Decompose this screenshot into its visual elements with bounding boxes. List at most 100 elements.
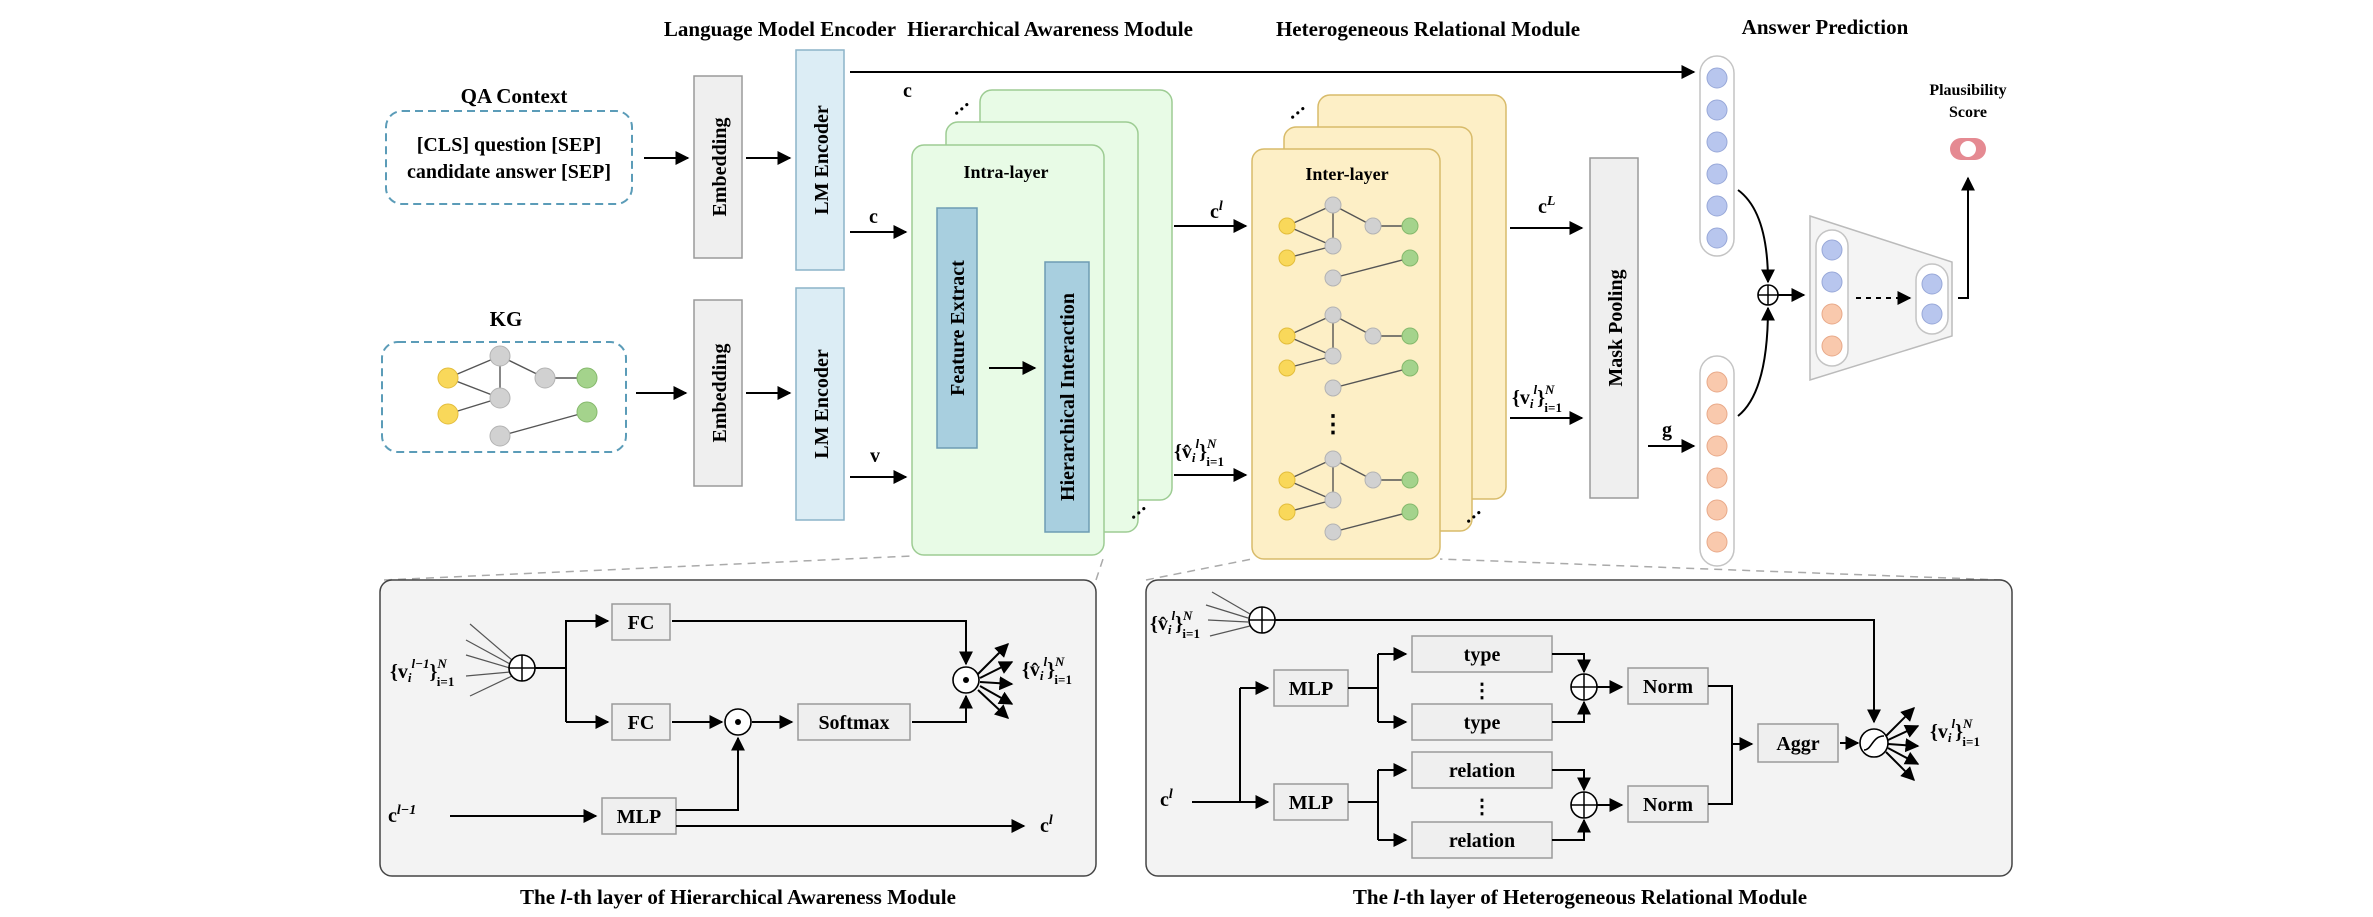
zoom-line-ham-left: [383, 555, 913, 581]
kg-node: [437, 367, 459, 389]
type-ellipsis: ⋮: [1472, 680, 1492, 702]
hrm-fan-in: [1205, 591, 1251, 637]
softmax-label: Softmax: [818, 712, 889, 734]
ham-mlp-label: MLP: [617, 806, 661, 828]
intra-layer-title: Intra-layer: [964, 162, 1049, 182]
relation-label-2: relation: [1449, 830, 1515, 852]
score-icon: [1950, 138, 1986, 160]
kg-node: [489, 425, 511, 447]
arrow-to-score: [1958, 176, 1975, 299]
norm-label-top: Norm: [1643, 676, 1693, 698]
mlp-input-vector: [1815, 229, 1849, 367]
label-dots-hrm-top: ···: [1283, 99, 1312, 129]
fc-label-bottom: FC: [628, 712, 655, 734]
hrm-mlp-block-bottom: [1273, 783, 1349, 821]
hrm-graph-3: [1278, 450, 1419, 541]
ham-panel-caption: The l-th layer of Hierarchical Awareness…: [520, 885, 956, 909]
norm-block-top: [1627, 667, 1709, 705]
ham-fan-out: [977, 643, 1014, 719]
hrm-sum-icon: [1248, 606, 1276, 634]
fc-block-bottom: [611, 703, 671, 741]
hrm-panel-caption: The l-th layer of Heterogeneous Relation…: [1353, 885, 1807, 909]
mask-pooling-label: Mask Pooling: [1605, 269, 1627, 386]
kg-title: KG: [490, 307, 523, 331]
kg-node: [576, 401, 598, 423]
hrm-layer-panel: [1145, 579, 2013, 877]
kg-node: [489, 387, 511, 409]
text-vector-cells: [1706, 67, 1728, 249]
lm-encoder-label-bottom: LM Encoder: [811, 349, 833, 459]
hier-interaction-block: [1044, 261, 1090, 533]
type-label-2: type: [1464, 712, 1501, 734]
hrm-layer-front: [1251, 148, 1441, 560]
aggr-label: Aggr: [1776, 733, 1819, 755]
arrow-text-vec-to-sum: [1737, 189, 1775, 284]
norm-block-bottom: [1627, 785, 1709, 823]
ham-branch-lines: [535, 620, 567, 722]
arrow-hrm-sum-to-sigma: [1275, 619, 1881, 724]
ham-mul-icon-1: [724, 708, 752, 736]
type-block-2: [1411, 703, 1553, 741]
label-dots-ham-top: ···: [947, 95, 976, 125]
inter-layer-title: Inter-layer: [1305, 164, 1388, 184]
ham-sum-icon: [508, 654, 536, 682]
kg-node: [534, 367, 556, 389]
hrm-graph-2: [1278, 306, 1419, 397]
lm-encoder-block-bottom: [795, 287, 845, 521]
lm-encoder-label-top: LM Encoder: [811, 105, 833, 215]
arrow-mlp-to-mul1: [676, 736, 745, 811]
hier-interaction-label: Hierarchical Interaction: [1057, 293, 1079, 501]
embedding-label-top: Embedding: [709, 118, 731, 217]
kg-graph: [437, 345, 598, 447]
arrow-rel1-to-sum: [1552, 769, 1591, 792]
hrm-graph-1: [1278, 196, 1419, 287]
section-title-ham: Hierarchical Awareness Module: [907, 17, 1193, 41]
zoom-line-hrm-right: [1439, 558, 2003, 581]
arrow-softmax-to-mul2: [912, 694, 973, 723]
label-c-top: c: [903, 80, 912, 102]
plausibility-label: Plausibility: [1929, 82, 2006, 99]
section-title-lm-encoder: Language Model Encoder: [664, 17, 896, 41]
type-sum-icon: [1570, 673, 1598, 701]
embedding-block-bottom: [693, 299, 743, 487]
label-v: v: [870, 445, 880, 467]
label-c-mid: c: [869, 206, 878, 228]
arrow-rel2-to-sum: [1552, 818, 1591, 841]
hrm-mlp-bottom-branch: [1348, 770, 1379, 840]
feature-extract-label: Feature Extract: [947, 260, 969, 396]
hrm-mlp-label-top: MLP: [1289, 678, 1333, 700]
aggr-block: [1757, 723, 1839, 763]
arrow-norms-to-aggr: [1708, 685, 1752, 805]
type-block-1: [1411, 635, 1553, 673]
relation-ellipsis: ⋮: [1472, 796, 1492, 818]
relation-sum-icon: [1570, 791, 1598, 819]
mlp-output-cells: [1921, 273, 1943, 325]
mlp-input-cells: [1821, 239, 1843, 357]
label-cl: cl: [1210, 199, 1223, 223]
activation-icon: [1859, 728, 1889, 758]
arrow-graph-vec-to-sum: [1737, 306, 1775, 417]
norm-label-bottom: Norm: [1643, 794, 1693, 816]
hrm-mlp-block-top: [1273, 669, 1349, 707]
ham-mul-icon-2: [952, 666, 980, 694]
fc-block-top: [611, 603, 671, 641]
label-cL: cL: [1538, 194, 1555, 218]
type-label-1: type: [1464, 644, 1501, 666]
kg-node: [576, 367, 598, 389]
arrow-type2-to-sum: [1552, 700, 1591, 723]
hrm-cl-trunk: [1192, 688, 1241, 803]
hrm-mlp-top-branch: [1348, 654, 1379, 722]
mask-pooling-block: [1589, 157, 1639, 499]
ham-mlp-block: [601, 797, 677, 835]
lm-encoder-block-top: [795, 49, 845, 271]
arrow-type1-to-sum: [1552, 653, 1591, 674]
label-ellipsis-graphs: ⋮: [1321, 412, 1345, 438]
hrm-fan-out: [1885, 707, 1920, 781]
kg-node: [489, 345, 511, 367]
zoom-line-hrm-left: [1145, 558, 1253, 581]
